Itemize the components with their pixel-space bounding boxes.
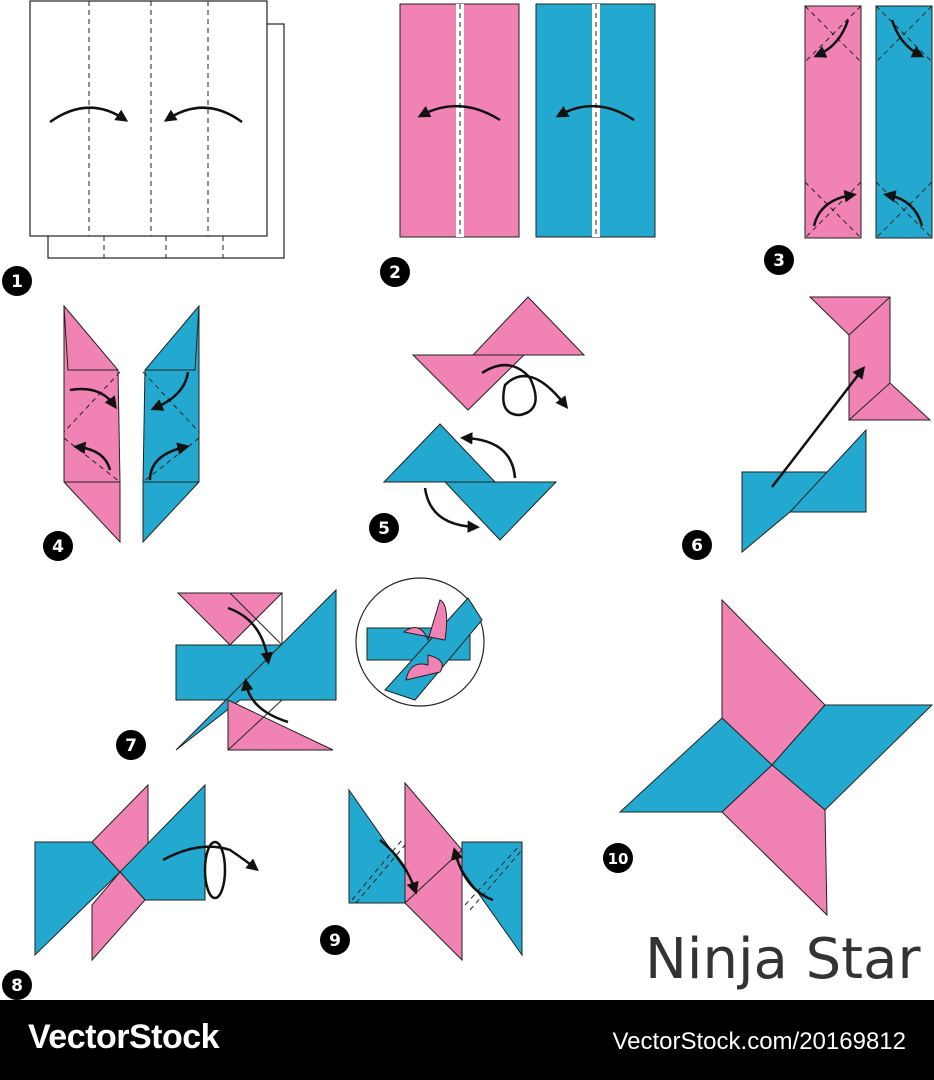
step-10-ninja-star	[618, 598, 934, 917]
step-8-flip	[34, 783, 259, 962]
svg-text:6: 6	[691, 536, 703, 556]
origami-diagram: 1 2 3 4 5 6 7 8 9 10 Ninja Star	[2, 0, 934, 1000]
step-badge-8: 8	[2, 970, 32, 1000]
footer-url: VectorStock.com/20169812	[612, 1028, 906, 1055]
step-6-assemble	[741, 296, 932, 554]
svg-text:5: 5	[378, 519, 390, 539]
step-badge-3: 3	[764, 245, 794, 275]
step-1-paper	[29, 0, 285, 259]
step-7-tuck	[175, 577, 485, 751]
svg-text:3: 3	[773, 251, 785, 271]
svg-text:10: 10	[608, 850, 629, 868]
step-badge-9: 9	[320, 925, 350, 955]
step-3-strips	[804, 5, 933, 239]
step-4-folds	[63, 304, 200, 544]
svg-text:4: 4	[52, 537, 64, 557]
step-badge-4: 4	[43, 531, 73, 561]
step-9-tuck	[348, 781, 523, 962]
svg-text:2: 2	[389, 263, 401, 283]
step-badge-2: 2	[380, 257, 410, 287]
step-2-strips	[399, 3, 656, 238]
step-badge-5: 5	[369, 513, 399, 543]
footer-brand: VectorStock	[28, 1018, 220, 1056]
step-badge-1: 1	[2, 266, 32, 296]
step-badge-6: 6	[682, 530, 712, 560]
step-5-folds	[382, 296, 586, 541]
svg-text:7: 7	[125, 736, 137, 756]
svg-text:9: 9	[329, 931, 341, 951]
step-badge-10: 10	[603, 843, 633, 873]
svg-text:8: 8	[11, 976, 23, 996]
footer-bar: VectorStock VectorStock.com/20169812	[0, 1000, 934, 1080]
diagram-title: Ninja Star	[645, 927, 921, 992]
svg-text:1: 1	[11, 272, 23, 292]
detail-circle	[355, 577, 485, 707]
step-badge-7: 7	[116, 730, 146, 760]
